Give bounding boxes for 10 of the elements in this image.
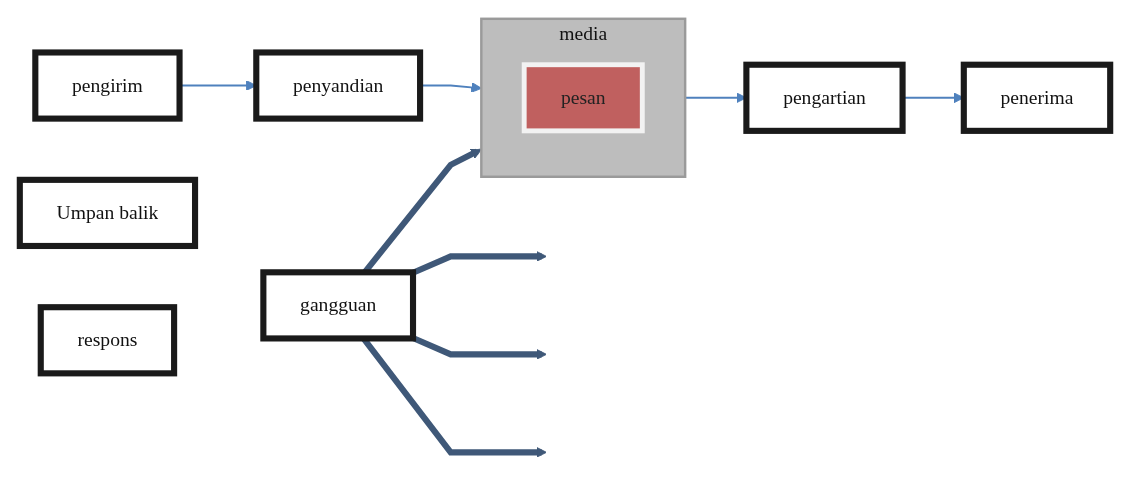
node-box: gangguan — [260, 269, 417, 342]
node-box: pengartian — [743, 61, 906, 135]
node-box: respons — [37, 304, 178, 377]
node-box: Umpan balik — [16, 177, 199, 250]
node-box: penerima — [960, 61, 1114, 135]
arrow — [361, 336, 547, 458]
node-box: penyandian — [253, 49, 424, 122]
node-box: pengirim — [32, 49, 183, 122]
node-box: pesan — [521, 62, 645, 134]
arrow — [411, 335, 547, 360]
